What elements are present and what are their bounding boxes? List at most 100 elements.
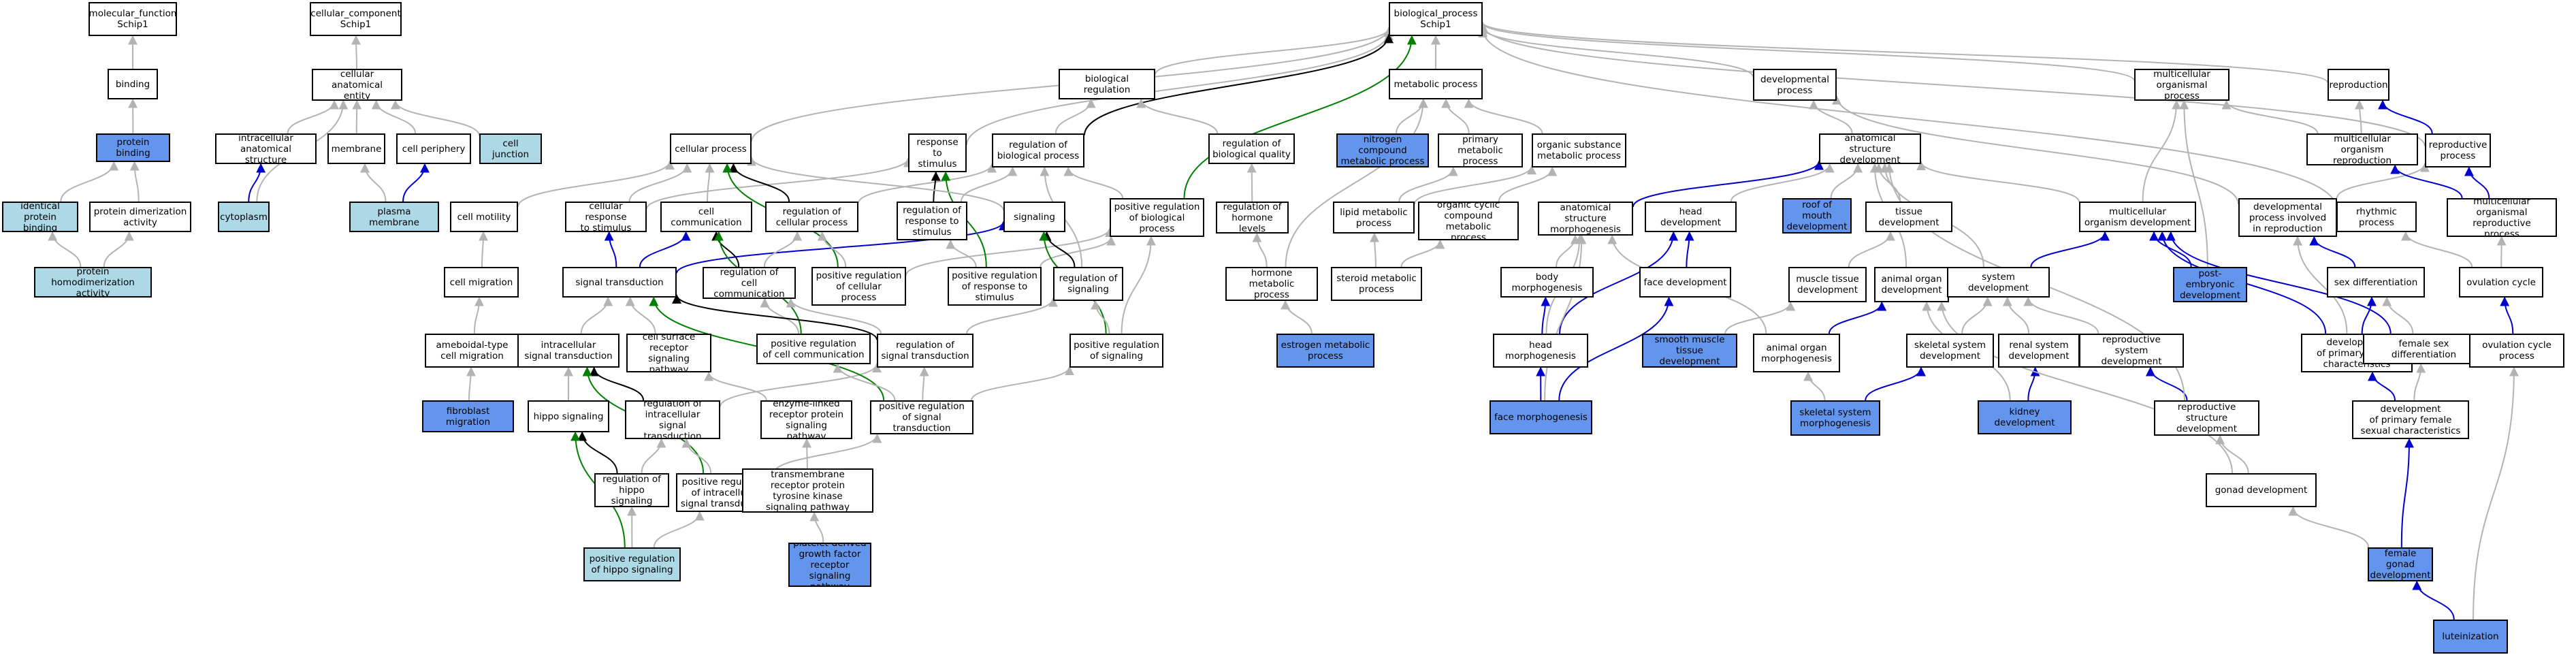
- go-term-biolreg[interactable]: biological regulation: [1059, 69, 1155, 99]
- go-term-metab[interactable]: metabolic process: [1389, 69, 1483, 99]
- go-term-label: cell junction: [492, 138, 530, 160]
- go-term-regbq[interactable]: regulation of biological quality: [1208, 133, 1295, 164]
- go-term-headdev[interactable]: head development: [1645, 202, 1737, 232]
- go-term-regresp[interactable]: regulation of response to stimulus: [897, 202, 967, 240]
- go-term-membrane[interactable]: membrane: [327, 133, 385, 164]
- go-term-ias[interactable]: intracellular anatomical structure: [215, 133, 317, 164]
- go-term-animorgdev[interactable]: animal organ development: [1874, 267, 1949, 302]
- go-term-roofmouth[interactable]: roof of mouth development: [1782, 198, 1852, 234]
- go-term-asd[interactable]: anatomical structure development: [1819, 133, 1921, 164]
- go-term-cresp[interactable]: cellular response to stimulus: [565, 202, 647, 232]
- go-term-repro[interactable]: reproduction: [2328, 69, 2389, 101]
- go-term-reghorm[interactable]: regulation of hormone levels: [1216, 202, 1289, 234]
- go-term-posregresp[interactable]: positive regulation of response to stimu…: [948, 267, 1042, 306]
- go-term-postemb[interactable]: post-embryonic development: [2173, 267, 2247, 302]
- go-term-multidev[interactable]: multicellular organism development: [2079, 202, 2196, 232]
- go-term-posregsigtrans[interactable]: positive regulation of signal transducti…: [870, 400, 973, 434]
- go-term-smooth[interactable]: smooth muscle tissue development: [1642, 334, 1737, 368]
- go-term-primmet[interactable]: primary metabolic process: [1438, 133, 1523, 167]
- go-term-facemorph[interactable]: face morphogenesis: [1490, 400, 1592, 434]
- go-term-regintra[interactable]: regulation of intracellular signal trans…: [625, 400, 720, 439]
- go-term-reproproc[interactable]: reproductive process: [2425, 133, 2491, 167]
- go-term-multireproproc[interactable]: multicellular organismal reproductive pr…: [2447, 198, 2557, 237]
- go-term-orgsub[interactable]: organic substance metabolic process: [1532, 133, 1626, 167]
- go-term-multiproc[interactable]: multicellular organismal process: [2134, 69, 2229, 101]
- go-term-sexdiff[interactable]: sex differentiation: [2327, 267, 2425, 298]
- go-term-cc[interactable]: cellular_component Schip1: [310, 2, 402, 36]
- go-term-amoeb[interactable]: ameboidal-type cell migration: [425, 334, 519, 368]
- go-term-ovcycle[interactable]: ovulation cycle: [2459, 267, 2543, 298]
- go-term-lipid[interactable]: lipid metabolic process: [1333, 202, 1415, 234]
- go-term-devrepro[interactable]: developmental process involved in reprod…: [2238, 198, 2337, 237]
- go-term-intrasig[interactable]: intracellular signal transduction: [517, 334, 619, 368]
- go-term-estrogen[interactable]: estrogen metabolic process: [1276, 334, 1374, 368]
- go-term-plasmamem[interactable]: plasma membrane: [349, 202, 439, 232]
- go-term-cellproc[interactable]: cellular process: [670, 133, 752, 164]
- go-term-pdgf[interactable]: platelet-derived growth factor receptor …: [788, 543, 871, 587]
- go-term-facedev[interactable]: face development: [1639, 267, 1731, 298]
- go-term-tmrtk[interactable]: transmembrane receptor protein tyrosine …: [742, 468, 873, 513]
- go-term-orgcyc[interactable]: organic cyclic compound metabolic proces…: [1418, 202, 1519, 240]
- go-term-binding[interactable]: binding: [108, 69, 158, 99]
- go-term-csrsp[interactable]: cell surface receptor signaling pathway: [626, 334, 711, 372]
- go-term-skelmorph[interactable]: skeletal system morphogenesis: [1790, 400, 1880, 436]
- go-term-reghippo[interactable]: regulation of hippo signaling: [594, 473, 669, 507]
- go-term-tissuedev[interactable]: tissue development: [1865, 202, 1952, 232]
- go-term-regcellproc[interactable]: regulation of cellular process: [765, 202, 858, 232]
- go-term-sigtrans[interactable]: signal transduction: [562, 267, 677, 298]
- go-term-asm[interactable]: anatomical structure morphogenesis: [1538, 202, 1633, 236]
- go-term-posregcellcomm[interactable]: positive regulation of cell communicatio…: [756, 334, 871, 364]
- go-term-regsignaling[interactable]: regulation of signaling: [1053, 267, 1123, 301]
- go-term-regbp[interactable]: regulation of biological process: [992, 133, 1084, 167]
- go-term-devproc[interactable]: developmental process: [1753, 69, 1837, 101]
- go-term-cellmig[interactable]: cell migration: [444, 267, 519, 298]
- go-term-lutein[interactable]: luteinization: [2433, 620, 2508, 654]
- go-term-animorgmorph[interactable]: animal organ morphogenesis: [1753, 334, 1840, 372]
- go-term-cae[interactable]: cellular anatomical entity: [312, 69, 402, 101]
- go-term-steroid[interactable]: steroid metabolic process: [1331, 267, 1422, 301]
- go-term-devprimfem[interactable]: development of primary female sexual cha…: [2352, 400, 2469, 439]
- go-term-hippo[interactable]: hippo signaling: [528, 400, 609, 432]
- go-term-posreghippo[interactable]: positive regulation of hippo signaling: [583, 547, 681, 581]
- go-term-femsexdiff[interactable]: female sex differentiation: [2363, 334, 2485, 364]
- go-term-regsigtrans[interactable]: regulation of signal transduction: [877, 334, 973, 368]
- go-term-gonad[interactable]: gonad development: [2206, 473, 2317, 507]
- go-term-mf[interactable]: molecular_function Schip1: [88, 2, 177, 36]
- edge-bodymorph-to-asm: [1556, 234, 1580, 268]
- go-term-sysdev[interactable]: system development: [1947, 267, 2050, 298]
- go-term-renal[interactable]: renal system development: [1998, 334, 2080, 368]
- edge-reprostruct-to-reprosysdev: [2145, 366, 2188, 401]
- go-term-ovcycproc[interactable]: ovulation cycle process: [2469, 334, 2564, 368]
- go-term-headmorph[interactable]: head morphogenesis: [1493, 334, 1588, 368]
- go-term-resp[interactable]: response to stimulus: [908, 133, 967, 172]
- go-term-skeldev[interactable]: skeletal system development: [1906, 334, 1994, 368]
- go-term-cellcomm[interactable]: cell communication: [660, 202, 752, 232]
- go-term-protbind[interactable]: protein binding: [96, 133, 170, 162]
- go-term-cellmot[interactable]: cell motility: [450, 202, 518, 232]
- go-term-cellper[interactable]: cell periphery: [396, 133, 471, 164]
- go-term-rhythm[interactable]: rhythmic process: [2336, 202, 2417, 232]
- go-term-signaling[interactable]: signaling: [1003, 202, 1065, 232]
- go-term-posregsignaling[interactable]: positive regulation of signaling: [1069, 334, 1163, 368]
- go-term-multirepro[interactable]: multicellular organism reproduction: [2306, 133, 2418, 165]
- go-term-homodim[interactable]: protein homodimerization activity: [34, 267, 152, 298]
- go-term-regcellcomm[interactable]: regulation of cell communication: [703, 267, 796, 299]
- go-term-enzlinked[interactable]: enzyme-linked receptor protein signaling…: [760, 400, 852, 439]
- go-term-hormmet[interactable]: hormone metabolic process: [1225, 267, 1318, 301]
- go-term-fibro[interactable]: fibroblast migration: [422, 400, 514, 432]
- go-term-kidney[interactable]: kidney development: [1978, 400, 2072, 434]
- go-term-nitrogen[interactable]: nitrogen compound metabolic process: [1336, 133, 1429, 167]
- go-term-reprostruct[interactable]: reproductive structure development: [2154, 400, 2259, 436]
- go-term-protdim[interactable]: protein dimerization activity: [89, 202, 191, 232]
- go-term-posregbp[interactable]: positive regulation of biological proces…: [1110, 198, 1204, 237]
- go-term-celljunc[interactable]: cell junction: [479, 133, 542, 164]
- go-term-bp[interactable]: biological_process Schip1: [1389, 2, 1483, 36]
- go-term-muscletis[interactable]: muscle tissue development: [1788, 267, 1867, 302]
- go-term-bodymorph[interactable]: body morphogenesis: [1500, 267, 1594, 298]
- go-term-posregcellproc[interactable]: positive regulation of cellular process: [811, 267, 906, 306]
- go-term-femgonad[interactable]: female gonad development: [2368, 547, 2433, 581]
- go-term-cytoplasm[interactable]: cytoplasm: [218, 202, 270, 232]
- go-term-idprot[interactable]: identical protein binding: [2, 202, 78, 232]
- go-term-label: cellular response to stimulus: [580, 202, 632, 232]
- go-term-reprosysdev[interactable]: reproductive system development: [2079, 334, 2184, 368]
